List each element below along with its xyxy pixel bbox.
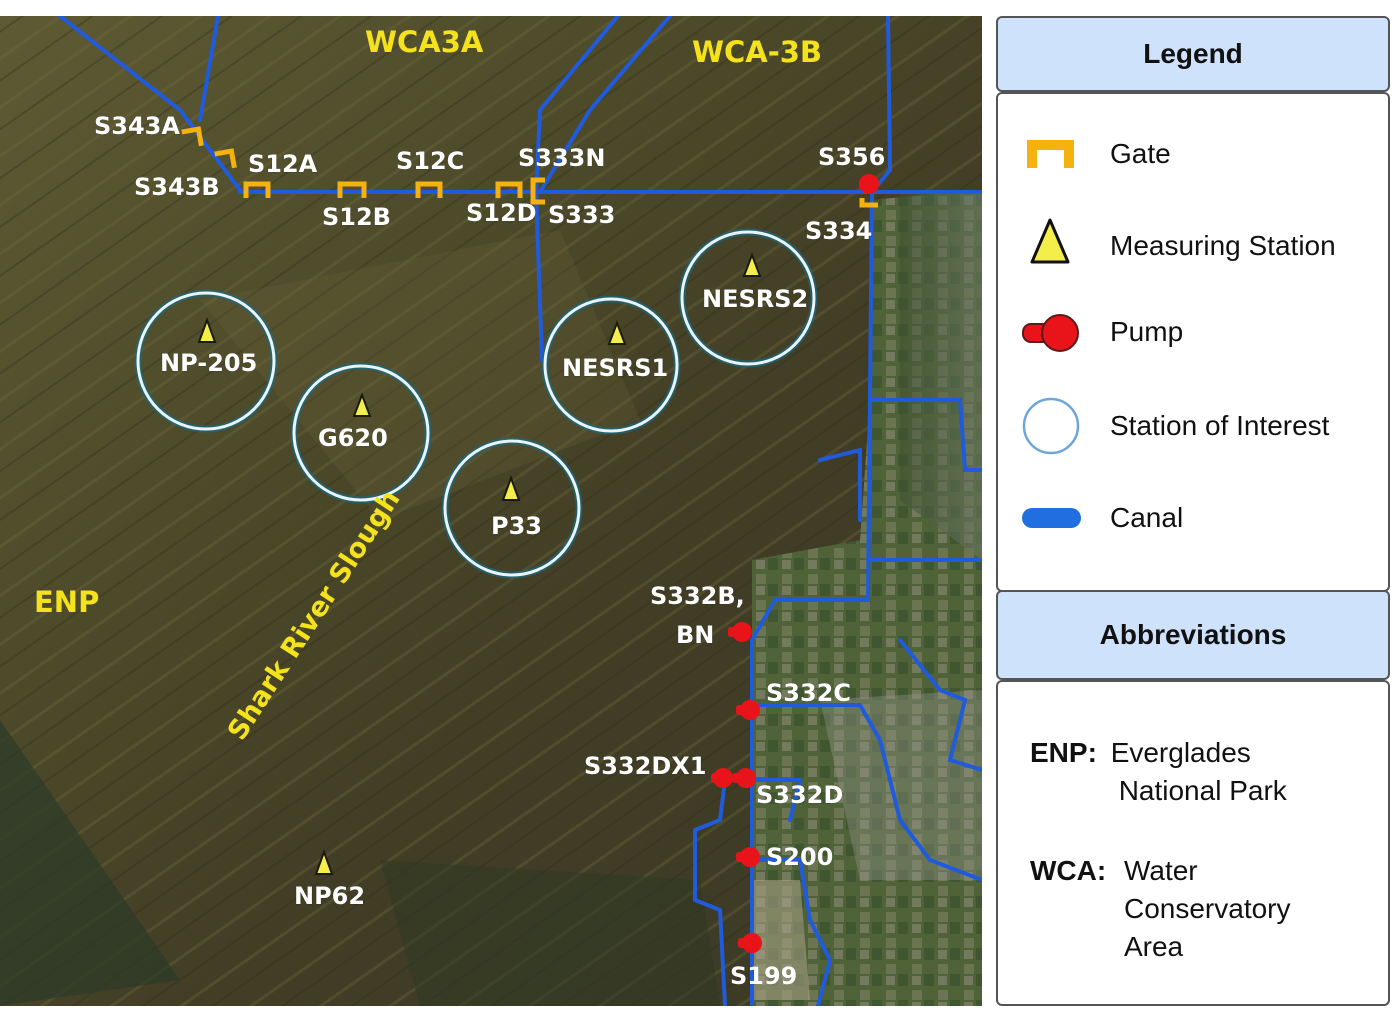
label-np205: NP-205 [160, 349, 257, 377]
gate-s334-icon [859, 198, 878, 208]
label-s12a: S12A [248, 150, 318, 178]
label-p33: P33 [491, 512, 542, 540]
circle-icon [1020, 396, 1086, 456]
abbr-key-enp: ENP: [1030, 737, 1097, 768]
gate-markers [181, 126, 878, 208]
gate-s12c-icon [415, 181, 443, 198]
ring-p33 [441, 437, 583, 579]
legend-item-canal: Canal [1020, 488, 1183, 548]
abbr-enp: ENP: Everglades National Park [1030, 734, 1287, 810]
abbr-key-wca: WCA: [1030, 855, 1107, 886]
pump-s200-icon [736, 847, 760, 867]
pump-s332d-icon [732, 768, 756, 788]
triangle-icon [1020, 216, 1086, 276]
ring-g620 [290, 362, 432, 504]
gate-s12d-icon [495, 181, 523, 198]
label-s12d: S12D [466, 199, 537, 227]
label-s332c: S332C [766, 679, 851, 707]
pump-s332dx1-icon [711, 768, 733, 788]
gate-s343a-icon [181, 126, 204, 147]
legend-label-station: Measuring Station [1110, 230, 1336, 261]
satellite-map: WCA3A WCA-3B ENP Shark River Slough S343… [0, 16, 982, 1006]
pump-s356-icon [859, 174, 879, 194]
abbreviations-title: Abbreviations [996, 590, 1390, 680]
label-s332dx1: S332DX1 [584, 752, 707, 780]
pump-s332b-icon [728, 622, 752, 642]
gate-icon [1020, 124, 1086, 184]
label-nesrs1: NESRS1 [562, 354, 668, 382]
pump-s199-icon [738, 933, 762, 953]
pump-markers [711, 174, 879, 953]
region-enp: ENP [34, 585, 99, 619]
ring-np205 [134, 289, 278, 433]
label-s199: S199 [730, 962, 797, 990]
label-s332b: S332B, [650, 582, 745, 610]
legend-item-station: Measuring Station [1020, 216, 1336, 276]
label-s356: S356 [818, 143, 885, 171]
abbr-val-wca-2: Conservatory [1123, 893, 1291, 924]
ring-nesrs2 [678, 228, 818, 368]
legend-item-interest: Station of Interest [1020, 396, 1329, 456]
gate-s12a-icon [243, 181, 271, 198]
station-markers [197, 252, 762, 875]
station-nesrs2-icon [742, 252, 762, 277]
station-nesrs1-icon [607, 320, 627, 345]
legend-label-gate: Gate [1110, 138, 1171, 169]
label-s343a: S343A [94, 112, 180, 140]
region-wca3b: WCA-3B [692, 35, 822, 69]
gate-s343b-icon [214, 148, 237, 169]
gate-s12b-icon [337, 181, 367, 198]
legend-label-pump: Pump [1110, 316, 1184, 347]
label-s12b: S12B [322, 203, 391, 231]
label-g620: G620 [318, 424, 388, 452]
label-s334: S334 [805, 217, 872, 245]
legend-item-pump: Pump [1020, 302, 1183, 362]
station-rings [134, 228, 818, 579]
abbr-wca: WCA: Water Conservatory Area [1030, 852, 1291, 966]
ring-nesrs1 [541, 295, 681, 435]
legend-label-interest: Station of Interest [1110, 410, 1330, 441]
abbr-val-enp-1: Everglades [1110, 737, 1251, 768]
legend-title: Legend [996, 16, 1390, 92]
map-canvas: WCA3A WCA-3B ENP Shark River Slough S343… [0, 16, 982, 1006]
legend-item-gate: Gate [1020, 124, 1171, 184]
pump-s332c-icon [736, 700, 760, 720]
station-np205-icon [197, 317, 217, 343]
station-np62-icon [314, 849, 334, 875]
abbr-val-enp-2: National Park [1118, 775, 1287, 806]
abbreviations-panel [996, 680, 1390, 1006]
label-nesrs2: NESRS2 [702, 285, 808, 313]
gate-s333-icon [530, 177, 545, 205]
label-s343b: S343B [134, 173, 220, 201]
abbr-val-wca-1: Water [1123, 855, 1198, 886]
abbr-val-wca-3: Area [1123, 931, 1184, 962]
label-s332d: S332D [756, 781, 843, 809]
legend-label-canal: Canal [1110, 502, 1184, 533]
label-s333: S333 [548, 201, 615, 229]
canal-icon [1020, 488, 1086, 548]
label-bn: BN [676, 621, 714, 649]
station-g620-icon [352, 392, 372, 417]
label-s333n: S333N [518, 144, 605, 172]
region-wca3a: WCA3A [365, 25, 484, 59]
label-np62: NP62 [294, 882, 365, 910]
label-s12c: S12C [396, 147, 464, 175]
label-s200: S200 [766, 843, 833, 871]
station-p33-icon [501, 475, 521, 501]
pump-icon [1020, 302, 1086, 362]
